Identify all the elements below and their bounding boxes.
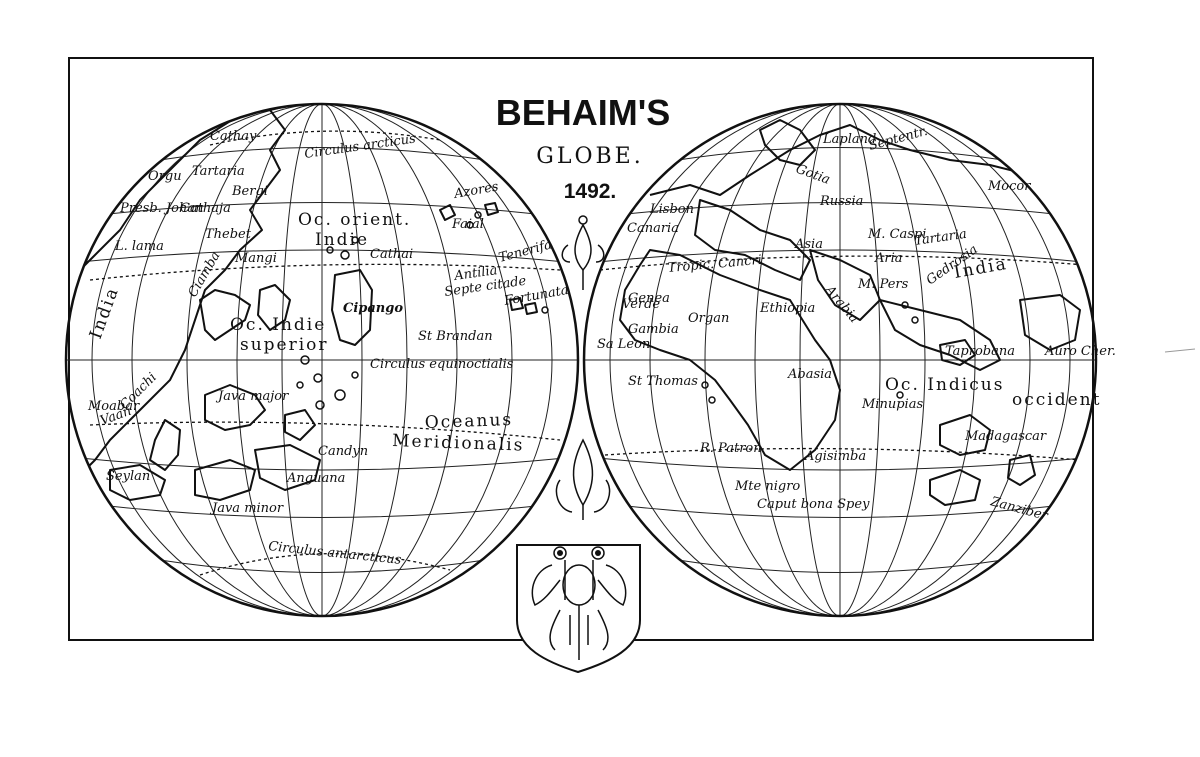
east-label: occident — [1012, 390, 1101, 410]
west-label: superior — [240, 335, 329, 355]
east-islands — [701, 301, 919, 404]
east-parallels — [584, 147, 1096, 573]
map-subtitle: GLOBE. — [536, 144, 643, 169]
east-label: Tartaria — [913, 227, 967, 249]
west-label: Bergi — [231, 184, 268, 199]
east-label: Ethiopia — [759, 301, 815, 316]
east-label: St Thomas — [628, 374, 698, 389]
east-label: Lapland — [822, 132, 876, 147]
east-label: M. Pers — [857, 277, 909, 292]
east-label: Oc. Indicus — [885, 375, 1004, 395]
east-label: Verde — [622, 297, 660, 312]
east-label: M. Caspi — [867, 227, 926, 242]
east-label: Mocor — [987, 179, 1031, 194]
west-label: Cathai — [370, 247, 413, 262]
east-labels: Lapland Septentr. Gotia Lisbon Russia Mo… — [597, 124, 1116, 524]
east-label: Abasia — [787, 367, 832, 382]
east-hemisphere: Lapland Septentr. Gotia Lisbon Russia Mo… — [582, 102, 1116, 618]
west-label: Oc. orient. — [298, 210, 411, 230]
west-label: Oc. Indie — [230, 315, 326, 335]
west-label: Moabar — [87, 399, 140, 414]
west-label: Anguana — [286, 471, 345, 486]
west-hemisphere: Cathay Circulus arcticus Orgu Tartaria B… — [64, 102, 580, 618]
east-coastlines — [619, 119, 1081, 506]
west-label: Circulus equinoctialis — [370, 357, 514, 372]
east-label: Caput bona Spey — [757, 497, 870, 512]
west-globe-outline — [64, 102, 580, 618]
west-label: Thebet — [205, 227, 252, 242]
west-label: Cathaja — [180, 201, 231, 216]
east-label: Taprobana — [945, 344, 1015, 359]
west-label: Faial — [451, 217, 484, 232]
west-coastlines — [69, 109, 538, 501]
east-label: Arabia — [821, 282, 861, 326]
east-label: Gotia — [794, 162, 832, 188]
west-label: Tenerifa — [497, 237, 553, 266]
east-label: Gambia — [628, 322, 679, 337]
edge-mark — [1164, 348, 1196, 353]
west-label: Orgu — [148, 169, 182, 184]
west-label: Antilia — [452, 263, 498, 284]
west-label: Java major — [215, 389, 289, 404]
west-parallels — [66, 147, 578, 573]
east-label: Russia — [819, 194, 863, 209]
east-label: Madagascar — [964, 429, 1047, 444]
west-label: Mangi — [234, 251, 277, 266]
east-label: Auro Cher. — [1044, 344, 1116, 359]
west-label: India — [86, 284, 123, 342]
west-circles — [89, 130, 561, 576]
east-globe-outline — [582, 102, 1098, 618]
west-islands — [296, 211, 549, 410]
east-label: Lisbon — [649, 202, 694, 217]
coat-of-arms — [516, 544, 641, 674]
west-label: Seylan — [106, 469, 150, 484]
east-label: Organ — [688, 311, 729, 326]
east-circles — [599, 255, 1086, 461]
east-label: Sa Leon — [597, 337, 650, 352]
east-label: Minupias — [861, 397, 923, 412]
east-label: Mte nigro — [734, 479, 800, 494]
map-title: BEHAIM'S — [496, 92, 671, 133]
east-label: Genea — [628, 291, 670, 306]
west-label: Cipango — [343, 301, 403, 316]
ornament-bottom — [555, 438, 611, 520]
west-label: St Brandan — [418, 329, 493, 344]
east-label: Canaria — [627, 221, 679, 236]
west-label: Candyn — [318, 444, 368, 459]
west-label: Java minor — [209, 501, 284, 516]
west-label: Tartaria — [192, 164, 245, 179]
map-year: 1492. — [564, 180, 617, 203]
west-label: L. lama — [114, 239, 164, 254]
east-label: Asia — [794, 237, 823, 252]
west-label: Circulus arcticus — [303, 131, 417, 162]
west-label: Oceanus — [424, 410, 513, 433]
west-label: Presb. Johan — [119, 201, 203, 216]
east-label: Zanziber — [988, 494, 1050, 524]
west-label: Circulus antarcticus — [268, 539, 403, 568]
west-label: Cathay — [210, 129, 257, 144]
ornament-top — [561, 215, 605, 290]
east-label: Agisimba — [804, 449, 866, 464]
west-label: Meridionalis — [392, 431, 525, 456]
west-label: Indie — [315, 230, 369, 250]
east-label: R. Patron — [699, 441, 762, 456]
east-label: Aria — [874, 251, 903, 266]
